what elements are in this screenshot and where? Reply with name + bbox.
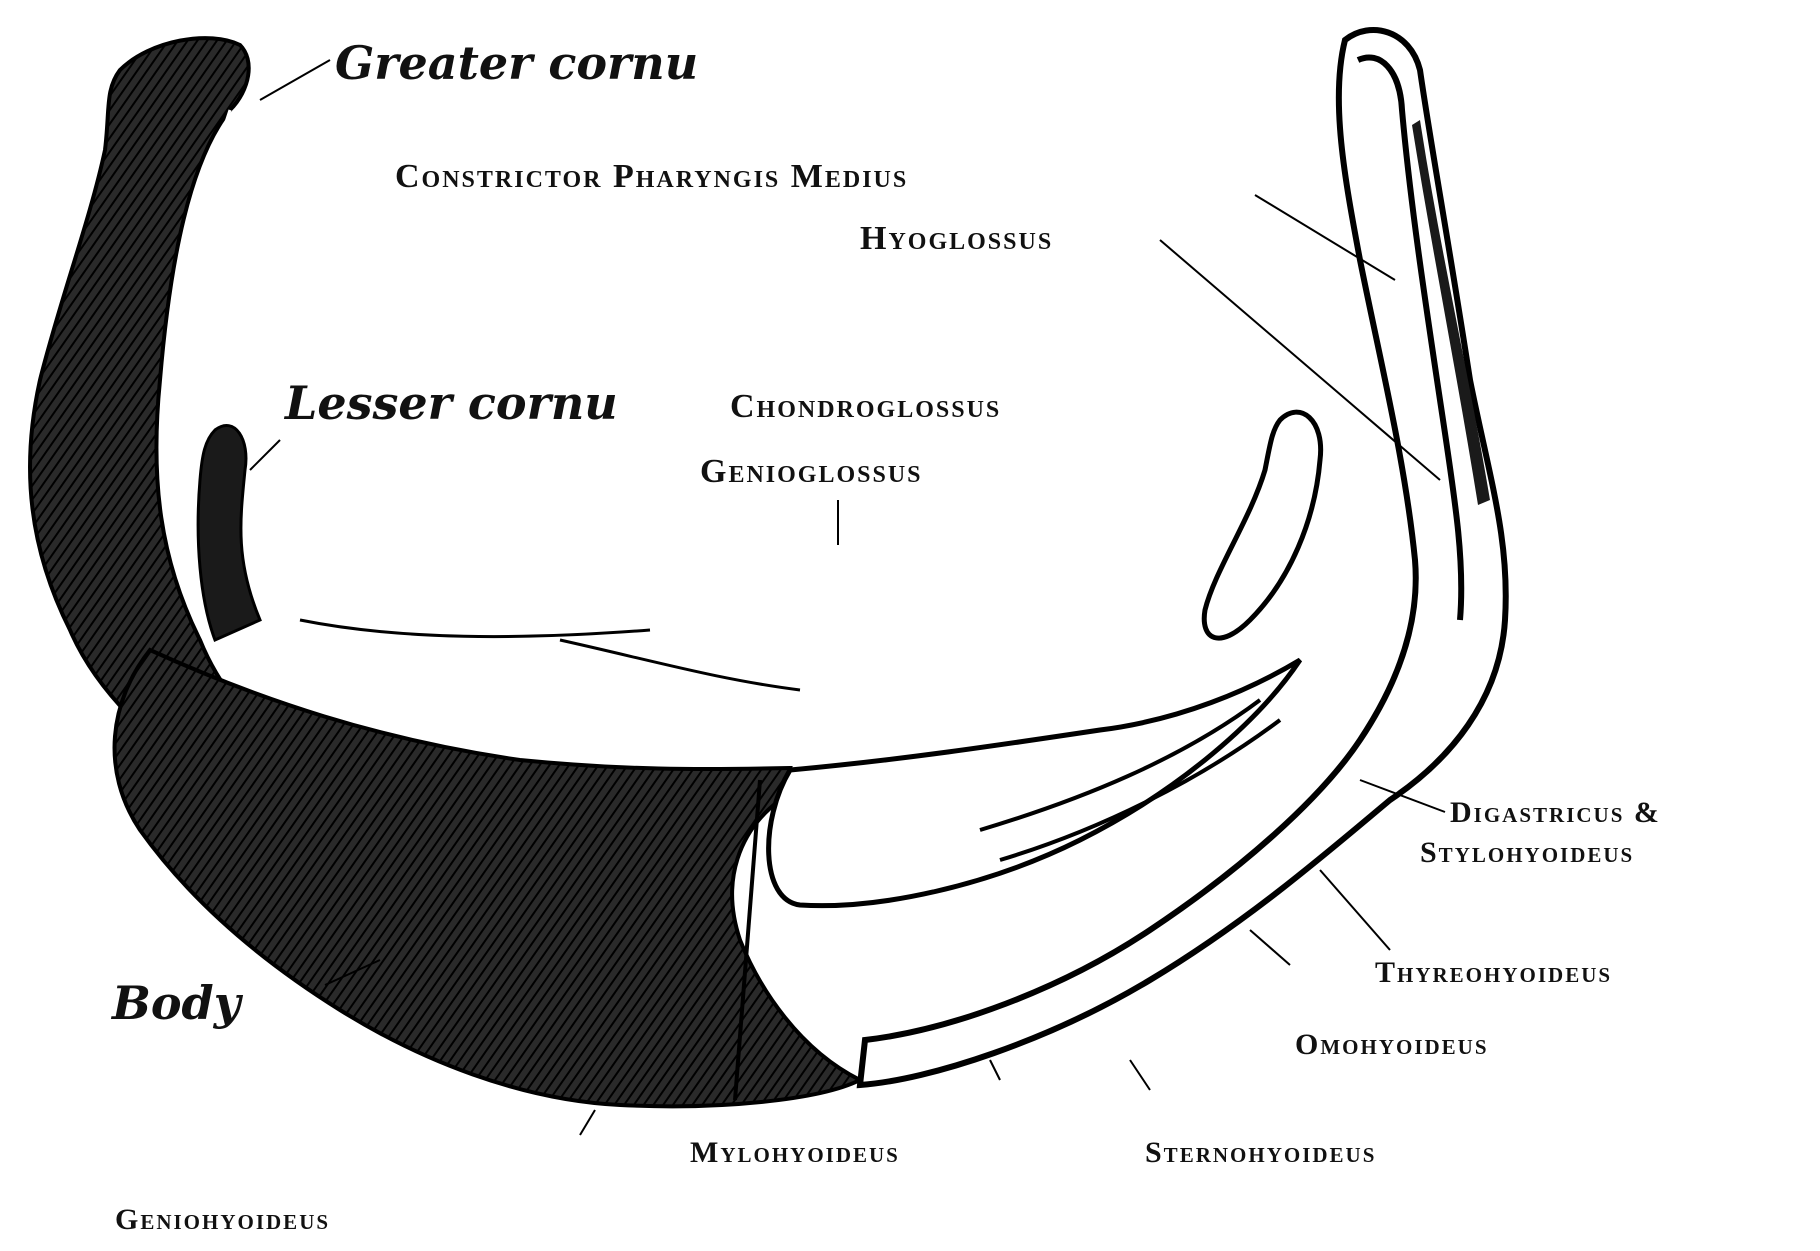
label-lesser-cornu: Lesser cornu — [285, 380, 618, 426]
hyoid-body — [115, 650, 860, 1106]
label-body: Body — [112, 980, 240, 1026]
label-sternohyoideus: Sternohyoideus — [1145, 1138, 1376, 1168]
left-lesser-cornu — [198, 426, 260, 640]
central-ridge — [300, 620, 800, 690]
label-hyoglossus: Hyoglossus — [860, 222, 1053, 256]
label-geniohyoideus: Geniohyoideus — [115, 1205, 330, 1235]
label-chondroglossus: Chondroglossus — [730, 390, 1001, 424]
label-greater-cornu: Greater cornu — [335, 40, 698, 86]
label-thyreohyoideus: Thyreohyoideus — [1375, 958, 1612, 988]
label-digastricus-line2: Stylohyoideus — [1420, 838, 1634, 868]
right-lesser-cornu — [1204, 412, 1320, 638]
label-omohyoideus: Omohyoideus — [1295, 1030, 1489, 1060]
label-genioglossus-top: Genioglossus — [700, 455, 923, 489]
label-digastricus-line1: Digastricus & — [1450, 798, 1661, 828]
hyoid-body-inner-outline — [769, 660, 1300, 906]
label-mylohyoideus: Mylohyoideus — [690, 1138, 900, 1168]
label-constrictor-pharyngis-medius: Constrictor Pharyngis Medius — [395, 160, 908, 194]
